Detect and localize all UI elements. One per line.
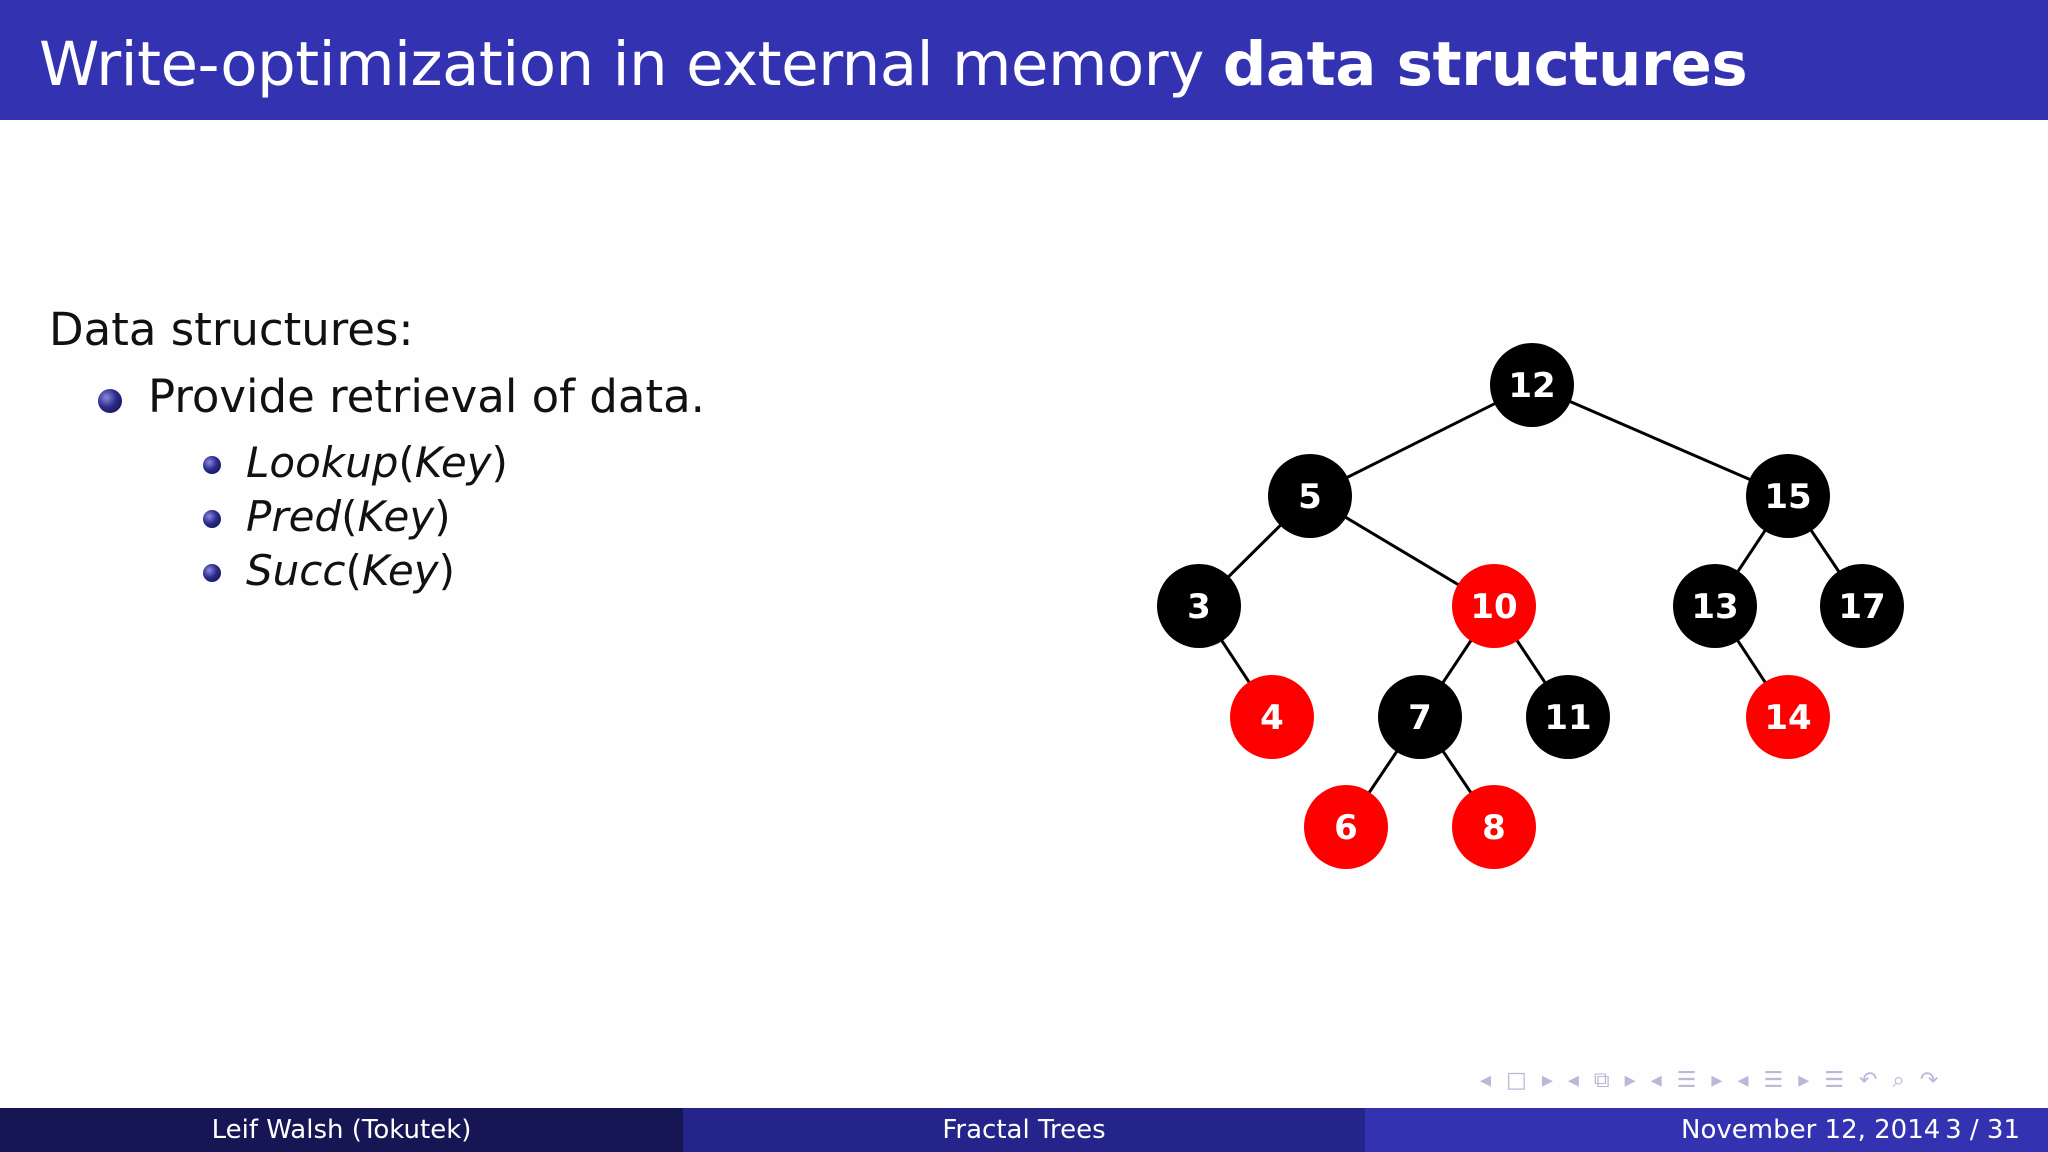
nav-subsection-icon[interactable]: ◂ ⧉ ▸ xyxy=(1567,1068,1640,1093)
op-name: Lookup xyxy=(246,438,399,487)
tree-node-label-13: 13 xyxy=(1691,587,1738,627)
sub-item-pred: Pred(Key) xyxy=(246,492,451,541)
sub-bullet-ball-icon xyxy=(203,456,221,474)
tree-node-label-4: 4 xyxy=(1260,698,1284,738)
content-heading: Data structures: xyxy=(49,303,414,356)
bullet-provide-retrieval: Provide retrieval of data. xyxy=(148,370,705,423)
tree-node-15 xyxy=(1746,454,1830,538)
footer-page-number: 3 / 31 xyxy=(1945,1115,2020,1145)
tree-node-label-10: 10 xyxy=(1470,587,1517,627)
op-arg: Key xyxy=(361,546,439,595)
tree-node-5 xyxy=(1268,454,1352,538)
sub-bullet-ball-icon xyxy=(203,510,221,528)
title-bold: data structures xyxy=(1222,29,1748,100)
tree-node-label-14: 14 xyxy=(1764,698,1811,738)
title-plain: Write-optimization in external memory xyxy=(39,29,1223,100)
tree-node-4 xyxy=(1230,675,1314,759)
footer-author: Leif Walsh (Tokutek) xyxy=(0,1108,683,1152)
tree-node-label-7: 7 xyxy=(1408,698,1432,738)
footer-date: November 12, 2014 xyxy=(1681,1115,1941,1145)
tree-node-6 xyxy=(1304,785,1388,869)
slide-footer: Leif Walsh (Tokutek) Fractal Trees Novem… xyxy=(0,1108,2048,1152)
bullet-ball-icon xyxy=(98,389,122,413)
tree-node-label-11: 11 xyxy=(1544,698,1591,738)
tree-node-11 xyxy=(1526,675,1610,759)
red-black-tree-diagram: 12 5 15 3 10 13 17 4 7 11 14 6 8 xyxy=(1157,343,1904,869)
tree-node-8 xyxy=(1452,785,1536,869)
sub-item-lookup: Lookup(Key) xyxy=(246,438,508,487)
tree-node-13 xyxy=(1673,564,1757,648)
tree-node-label-3: 3 xyxy=(1187,587,1211,627)
tree-node-label-6: 6 xyxy=(1334,808,1358,848)
nav-part-icon[interactable]: ◂ ☰ ▸ xyxy=(1737,1068,1814,1093)
nav-section-icon[interactable]: ◂ ☰ ▸ xyxy=(1650,1068,1727,1093)
tree-node-label-17: 17 xyxy=(1838,587,1885,627)
nav-search-icon[interactable]: ↶ ⌕ ↷ xyxy=(1858,1068,1943,1093)
op-name: Succ xyxy=(246,546,346,595)
tree-node-12 xyxy=(1490,343,1574,427)
footer-title: Fractal Trees xyxy=(683,1108,1365,1152)
nav-toc-icon[interactable]: ☰ xyxy=(1824,1068,1848,1093)
footer-date-page: November 12, 2014 3 / 31 xyxy=(1365,1108,2048,1152)
tree-node-3 xyxy=(1157,564,1241,648)
tree-node-label-12: 12 xyxy=(1508,366,1555,406)
tree-edge-12-15 xyxy=(1531,383,1789,498)
op-name: Pred xyxy=(246,492,342,541)
beamer-navigation-bar[interactable]: ◂ □ ▸ ◂ ⧉ ▸ ◂ ☰ ▸ ◂ ☰ ▸ ☰ ↶ ⌕ ↷ xyxy=(1480,1068,1942,1093)
tree-node-label-8: 8 xyxy=(1482,808,1506,848)
tree-node-14 xyxy=(1746,675,1830,759)
slide-title: Write-optimization in external memory da… xyxy=(39,29,1748,100)
tree-node-7 xyxy=(1378,675,1462,759)
tree-node-label-15: 15 xyxy=(1764,477,1811,517)
tree-node-label-5: 5 xyxy=(1298,477,1322,517)
sub-item-succ: Succ(Key) xyxy=(246,546,455,595)
op-arg: Key xyxy=(357,492,435,541)
tree-node-10 xyxy=(1452,564,1536,648)
tree-node-17 xyxy=(1820,564,1904,648)
slide-header: Write-optimization in external memory da… xyxy=(0,0,2048,120)
sub-bullet-ball-icon xyxy=(203,564,221,582)
op-arg: Key xyxy=(414,438,492,487)
nav-frame-icon[interactable]: ◂ □ ▸ xyxy=(1480,1068,1557,1093)
